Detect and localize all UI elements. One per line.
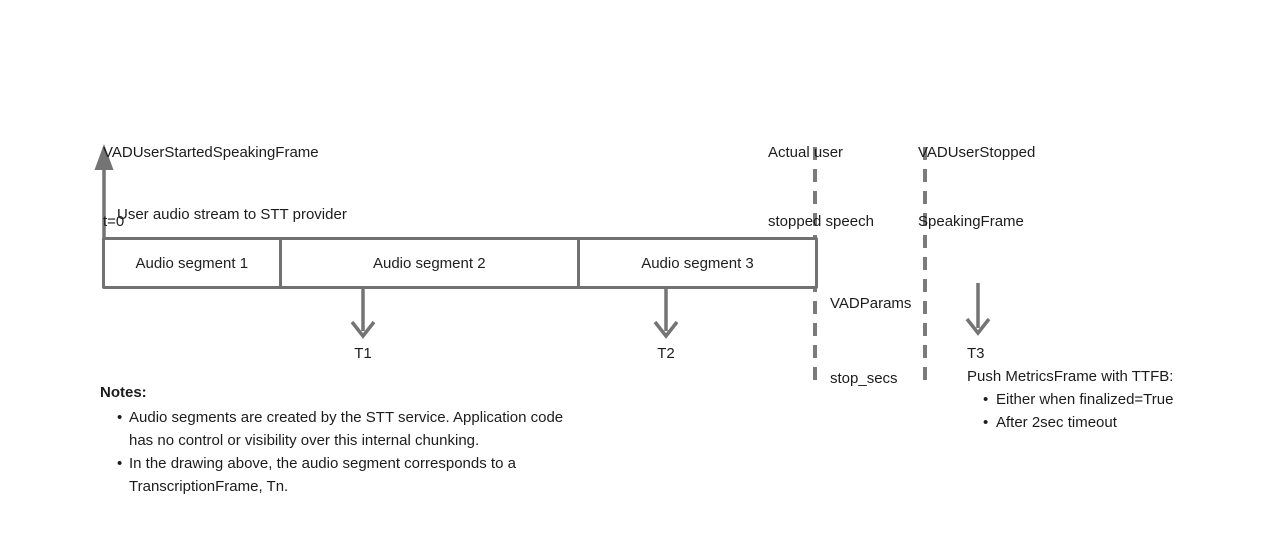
bullet-dot-icon: • bbox=[117, 409, 123, 426]
t2-marker-label: T2 bbox=[657, 345, 675, 362]
t3-bullet-item: • After 2sec timeout bbox=[967, 411, 1197, 434]
vad-stopped-line1: VADUserStopped bbox=[918, 144, 1036, 161]
notes-bullet-item: • Audio segments are created by the STT … bbox=[100, 406, 578, 452]
bullet-dot-icon: • bbox=[983, 391, 989, 408]
stream-label: User audio stream to STT provider bbox=[117, 206, 347, 223]
vad-params-line1: VADParams bbox=[830, 295, 912, 312]
notes-bullet-text: Audio segments are created by the STT se… bbox=[129, 409, 564, 449]
t3-bullet-list: • Either when finalized=True • After 2se… bbox=[967, 388, 1197, 434]
notes-block: Notes: • Audio segments are created by t… bbox=[100, 381, 578, 498]
t3-heading: Push MetricsFrame with TTFB: bbox=[967, 368, 1174, 385]
notes-bullet-list: • Audio segments are created by the STT … bbox=[100, 406, 578, 498]
bullet-dot-icon: • bbox=[983, 414, 989, 431]
notes-heading: Notes: bbox=[100, 384, 147, 401]
vad-started-label-line1: VADUserStartedSpeakingFrame bbox=[103, 144, 319, 161]
audio-segment-3: Audio segment 3 bbox=[577, 240, 815, 286]
vad-stopped-line2: SpeakingFrame bbox=[918, 213, 1024, 230]
vad-stopped-label: VADUserStopped SpeakingFrame bbox=[918, 95, 1035, 256]
vad-params-label: VADParams stop_secs bbox=[830, 241, 911, 416]
actual-user-stopped-line2: stopped speech bbox=[768, 213, 874, 230]
t2-down-arrow bbox=[653, 289, 679, 339]
t3-metrics-block: T3 Push MetricsFrame with TTFB: • Either… bbox=[967, 342, 1197, 434]
t3-bullet-text: Either when finalized=True bbox=[996, 391, 1174, 408]
vad-params-line2: stop_secs bbox=[830, 370, 898, 387]
bullet-dot-icon: • bbox=[117, 455, 123, 472]
audio-segment-2: Audio segment 2 bbox=[278, 240, 577, 286]
t3-bullet-text: After 2sec timeout bbox=[996, 414, 1117, 431]
t1-down-arrow bbox=[350, 289, 376, 339]
notes-bullet-text: In the drawing above, the audio segment … bbox=[129, 455, 516, 495]
notes-bullet-item: • In the drawing above, the audio segmen… bbox=[100, 452, 578, 498]
t3-marker-label: T3 bbox=[967, 345, 985, 362]
t3-down-arrow bbox=[965, 283, 991, 336]
actual-user-stopped-line1: Actual user bbox=[768, 144, 844, 161]
actual-user-stopped-label: Actual user stopped speech bbox=[768, 95, 874, 256]
t1-marker-label: T1 bbox=[354, 345, 372, 362]
audio-segment-1: Audio segment 1 bbox=[135, 254, 249, 272]
audio-segment-bar: Audio segment 1 Audio segment 2 Audio se… bbox=[102, 237, 818, 289]
vad-started-label: VADUserStartedSpeakingFrame t=0 bbox=[103, 95, 319, 256]
t0-label: t=0 bbox=[103, 213, 125, 230]
t3-bullet-item: • Either when finalized=True bbox=[967, 388, 1197, 411]
